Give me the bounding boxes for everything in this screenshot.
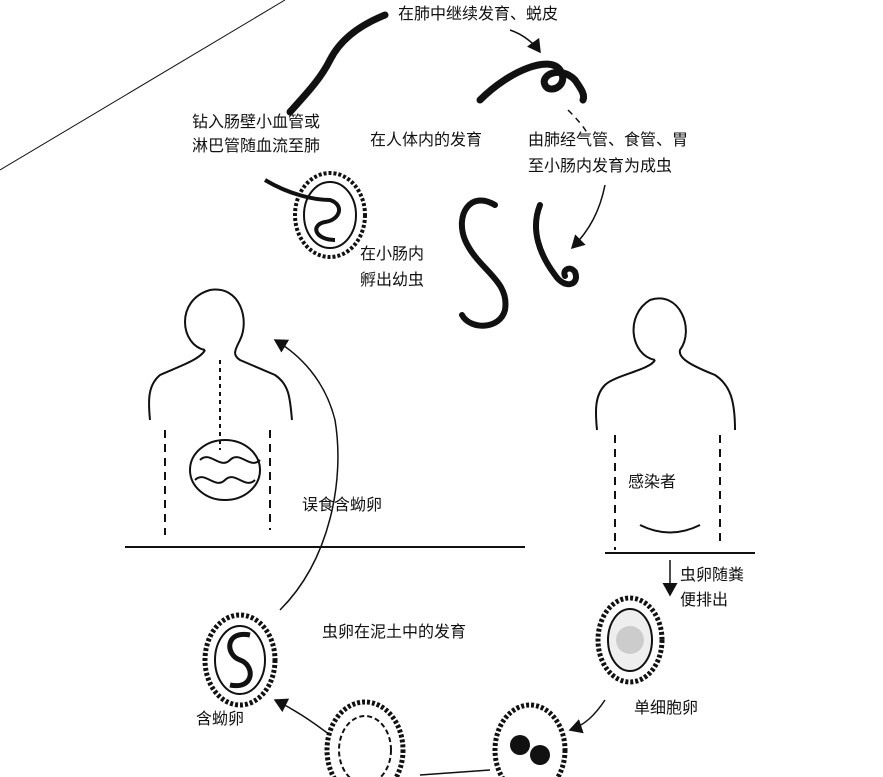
label-single-cell-egg: 单细胞卵 (634, 698, 699, 717)
human-eating-figure (148, 288, 293, 535)
label-excrete-1: 虫卵随粪 (680, 565, 745, 584)
arrow-ingestion (273, 339, 339, 611)
arrow-to-intestine (570, 184, 606, 250)
larva-in-lung-worm (476, 60, 588, 104)
label-infected: 感染者 (628, 472, 677, 491)
hatching-egg (293, 171, 367, 259)
arrow-to-larva-egg (273, 698, 331, 736)
arrow-to-lung (509, 29, 541, 54)
label-in-body: 在人体内的发育 (370, 130, 483, 149)
path-lung-dash (567, 109, 589, 136)
arrow-to-morula (419, 769, 491, 776)
label-to-lung-2: 淋巴管随血流至肺 (192, 136, 321, 155)
adult-worm-female (458, 197, 509, 329)
label-larva-egg: 含蚴卵 (196, 709, 245, 728)
label-lung-molt: 在肺中继续发育、蜕皮 (398, 4, 559, 23)
label-to-intestine-2: 至小肠内发育为成虫 (528, 156, 673, 175)
label-hatch-2: 孵出幼虫 (360, 270, 425, 289)
label-excrete-2: 便排出 (680, 590, 729, 609)
larva-migrating-worm (286, 11, 389, 116)
dividing-egg (492, 702, 568, 777)
arrow-to-dividing (568, 699, 606, 734)
label-hatch-1: 在小肠内 (360, 244, 425, 263)
egg-with-larva (202, 612, 278, 708)
human-infected-figure (595, 297, 736, 550)
morula-egg (324, 699, 406, 777)
label-to-intestine-1: 由肺经气管、食管、胃 (528, 130, 689, 149)
adult-worm-male (533, 202, 579, 288)
label-soil: 虫卵在泥土中的发育 (322, 622, 467, 641)
single-cell-egg (595, 595, 665, 685)
hatching-larva (263, 178, 341, 242)
label-ingest: 误食含蚴卵 (302, 495, 383, 514)
label-to-lung-1: 钻入肠壁小血管或 (192, 112, 321, 131)
